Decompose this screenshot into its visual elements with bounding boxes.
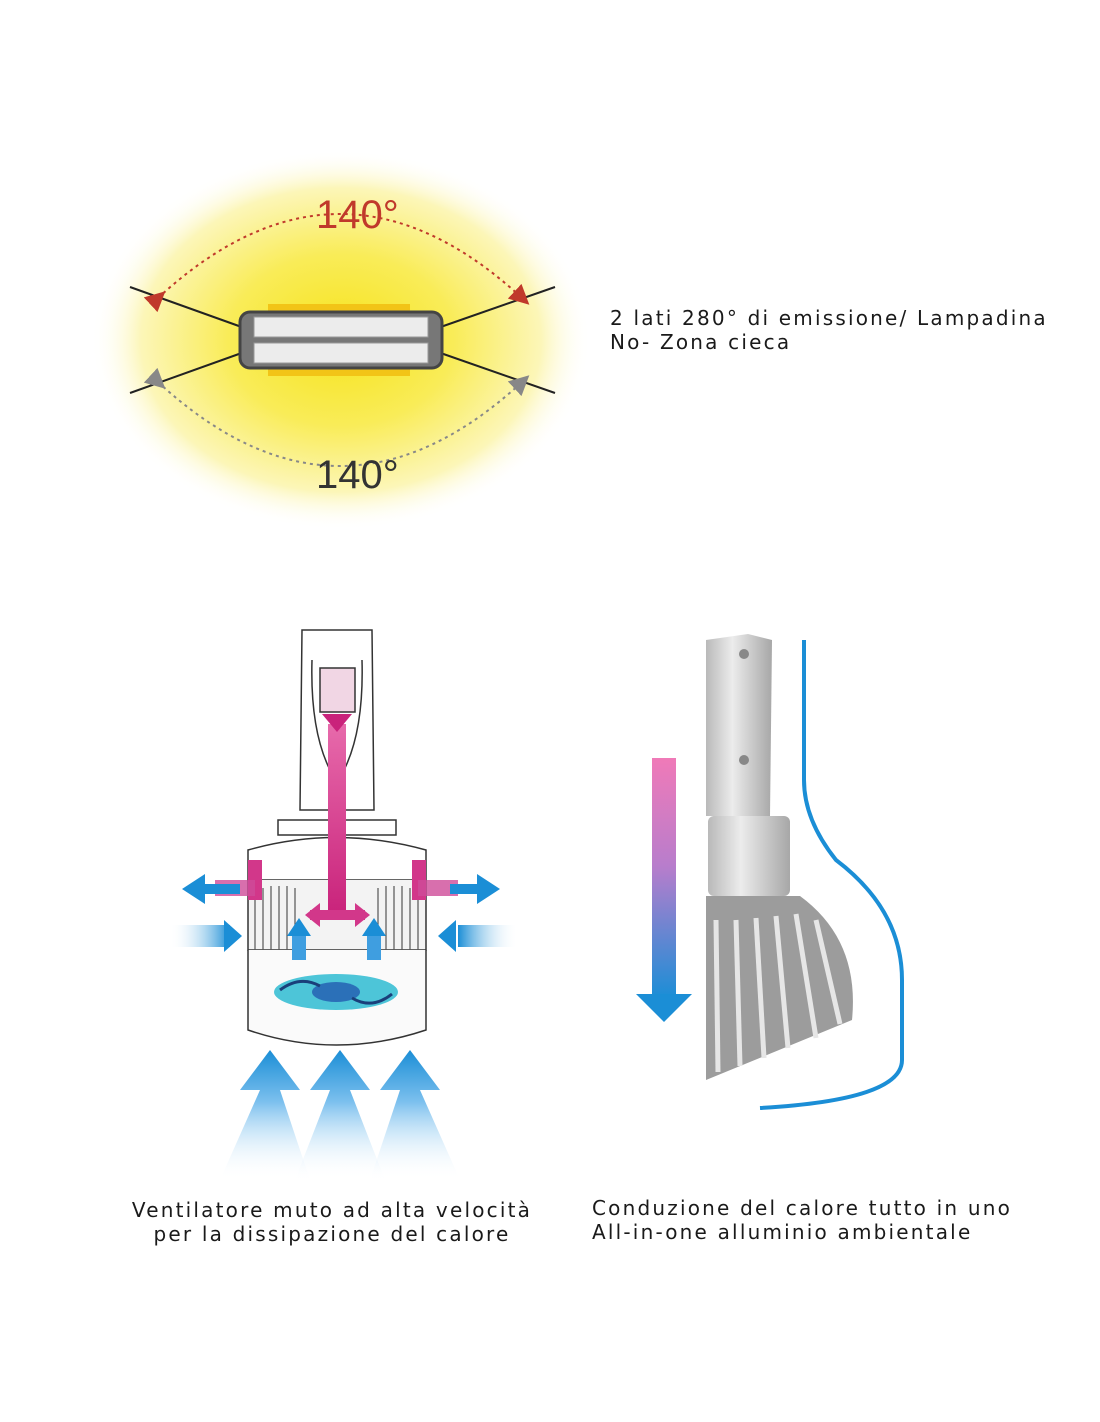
fan-caption: Ventilatore muto ad alta velocità per la… [112, 1198, 552, 1246]
fan-caption-line1: Ventilatore muto ad alta velocità [131, 1198, 533, 1222]
fan-caption-line2: per la dissipazione del calore [153, 1222, 511, 1246]
aluminium-bulb-body [706, 634, 853, 1080]
fan-cooling-diagram [170, 629, 518, 1180]
down-heat-arrow [636, 758, 692, 1022]
beam-caption: 2 lati 280° di emissione/ Lampadina No- … [610, 306, 1048, 354]
top-angle-arc [143, 213, 530, 313]
bulb-chip [238, 304, 444, 376]
beam-caption-line2: No- Zona cieca [610, 330, 792, 354]
heat-caption-line2: All-in-one alluminio ambientale [592, 1220, 973, 1244]
top-angle-label: 140° [316, 193, 399, 237]
heat-flow-arrows [215, 714, 458, 927]
bottom-angle-arc [143, 367, 530, 467]
intake-airflow-arrows [220, 1050, 460, 1180]
heat-conduction-diagram [636, 634, 904, 1110]
beam-caption-line1: 2 lati 280° di emissione/ Lampadina [610, 306, 1048, 330]
heat-conduction-line [759, 640, 904, 1110]
beam-angle-diagram: 140° 140° [91, 150, 591, 530]
heatsink-fins [254, 886, 419, 950]
side-airflow-arrows [170, 874, 518, 960]
fan-icon [274, 974, 398, 1010]
heat-caption-line1: Conduzione del calore tutto in uno [592, 1196, 1013, 1220]
heat-caption: Conduzione del calore tutto in uno All-i… [592, 1196, 1012, 1244]
bottom-angle-label: 140° [316, 453, 399, 497]
